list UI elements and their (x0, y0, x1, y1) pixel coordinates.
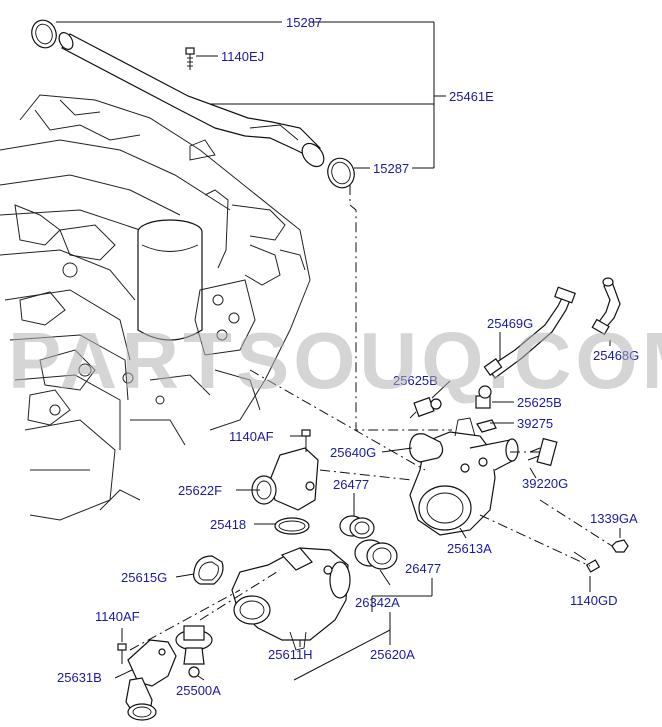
hose-25469G (483, 286, 576, 379)
part-labels: 15287 1140EJ 25461E 15287 25469G 25468G … (57, 15, 639, 698)
nut-1339GA (611, 539, 629, 553)
thermostat-25500A (175, 625, 213, 678)
fitting-25631B (125, 639, 177, 721)
label-15287-mid[interactable]: 15287 (373, 161, 409, 176)
bolt-1140EJ (185, 47, 195, 70)
label-25461E[interactable]: 25461E (449, 89, 494, 104)
label-15287-top[interactable]: 15287 (286, 15, 322, 30)
label-25500A[interactable]: 25500A (176, 683, 221, 698)
label-1140GD[interactable]: 1140GD (570, 593, 617, 608)
label-1140EJ[interactable]: 1140EJ (221, 49, 264, 64)
label-1339GA[interactable]: 1339GA (590, 511, 638, 526)
water-pipe-assembly (31, 19, 355, 189)
watermark: PARTSOUQ.COM (8, 316, 662, 405)
hose-25468G (591, 277, 621, 336)
gasket-25640G (409, 433, 444, 463)
sensor-25625B-right (475, 385, 492, 409)
o-ring-mid (327, 157, 355, 189)
band-26342A (354, 539, 398, 570)
leader-lines (56, 21, 621, 681)
label-25418[interactable]: 25418 (210, 517, 246, 532)
label-39220G[interactable]: 39220G (522, 476, 568, 491)
label-25611H[interactable]: 25611H (268, 647, 313, 662)
bolt-1140GD (573, 551, 601, 573)
housing-25611H (231, 547, 351, 651)
label-25613A[interactable]: 25613A (447, 541, 492, 556)
label-25469G[interactable]: 25469G (487, 316, 533, 331)
inlet-25622F (251, 447, 319, 511)
label-39275[interactable]: 39275 (517, 416, 553, 431)
label-25615G[interactable]: 25615G (121, 570, 167, 585)
label-26477-mid[interactable]: 26477 (405, 561, 441, 576)
sensor-39220G (527, 437, 558, 467)
band-26477-a (339, 515, 375, 539)
sensor-25625B-left (409, 396, 442, 419)
label-25640G[interactable]: 25640G (330, 445, 376, 460)
bolt-1140AF-bot (117, 643, 127, 664)
label-26342A[interactable]: 26342A (355, 595, 400, 610)
engine-block (0, 94, 311, 521)
label-25622F[interactable]: 25622F (178, 483, 222, 498)
o-ring-top (31, 19, 57, 49)
assembly-dashed-lines (129, 185, 613, 651)
label-1140AF-bot[interactable]: 1140AF (95, 609, 140, 624)
label-26477-top[interactable]: 26477 (333, 477, 369, 492)
label-25468G[interactable]: 25468G (593, 348, 639, 363)
o-ring-25418 (274, 517, 310, 535)
label-25620A[interactable]: 25620A (370, 647, 415, 662)
label-25625B-left[interactable]: 25625B (393, 373, 438, 388)
bolt-1140AF-top (301, 429, 311, 452)
clip-39275 (476, 419, 497, 433)
label-1140AF-top[interactable]: 1140AF (229, 429, 274, 444)
label-25631B[interactable]: 25631B (57, 670, 102, 685)
label-25625B-right[interactable]: 25625B (517, 395, 562, 410)
